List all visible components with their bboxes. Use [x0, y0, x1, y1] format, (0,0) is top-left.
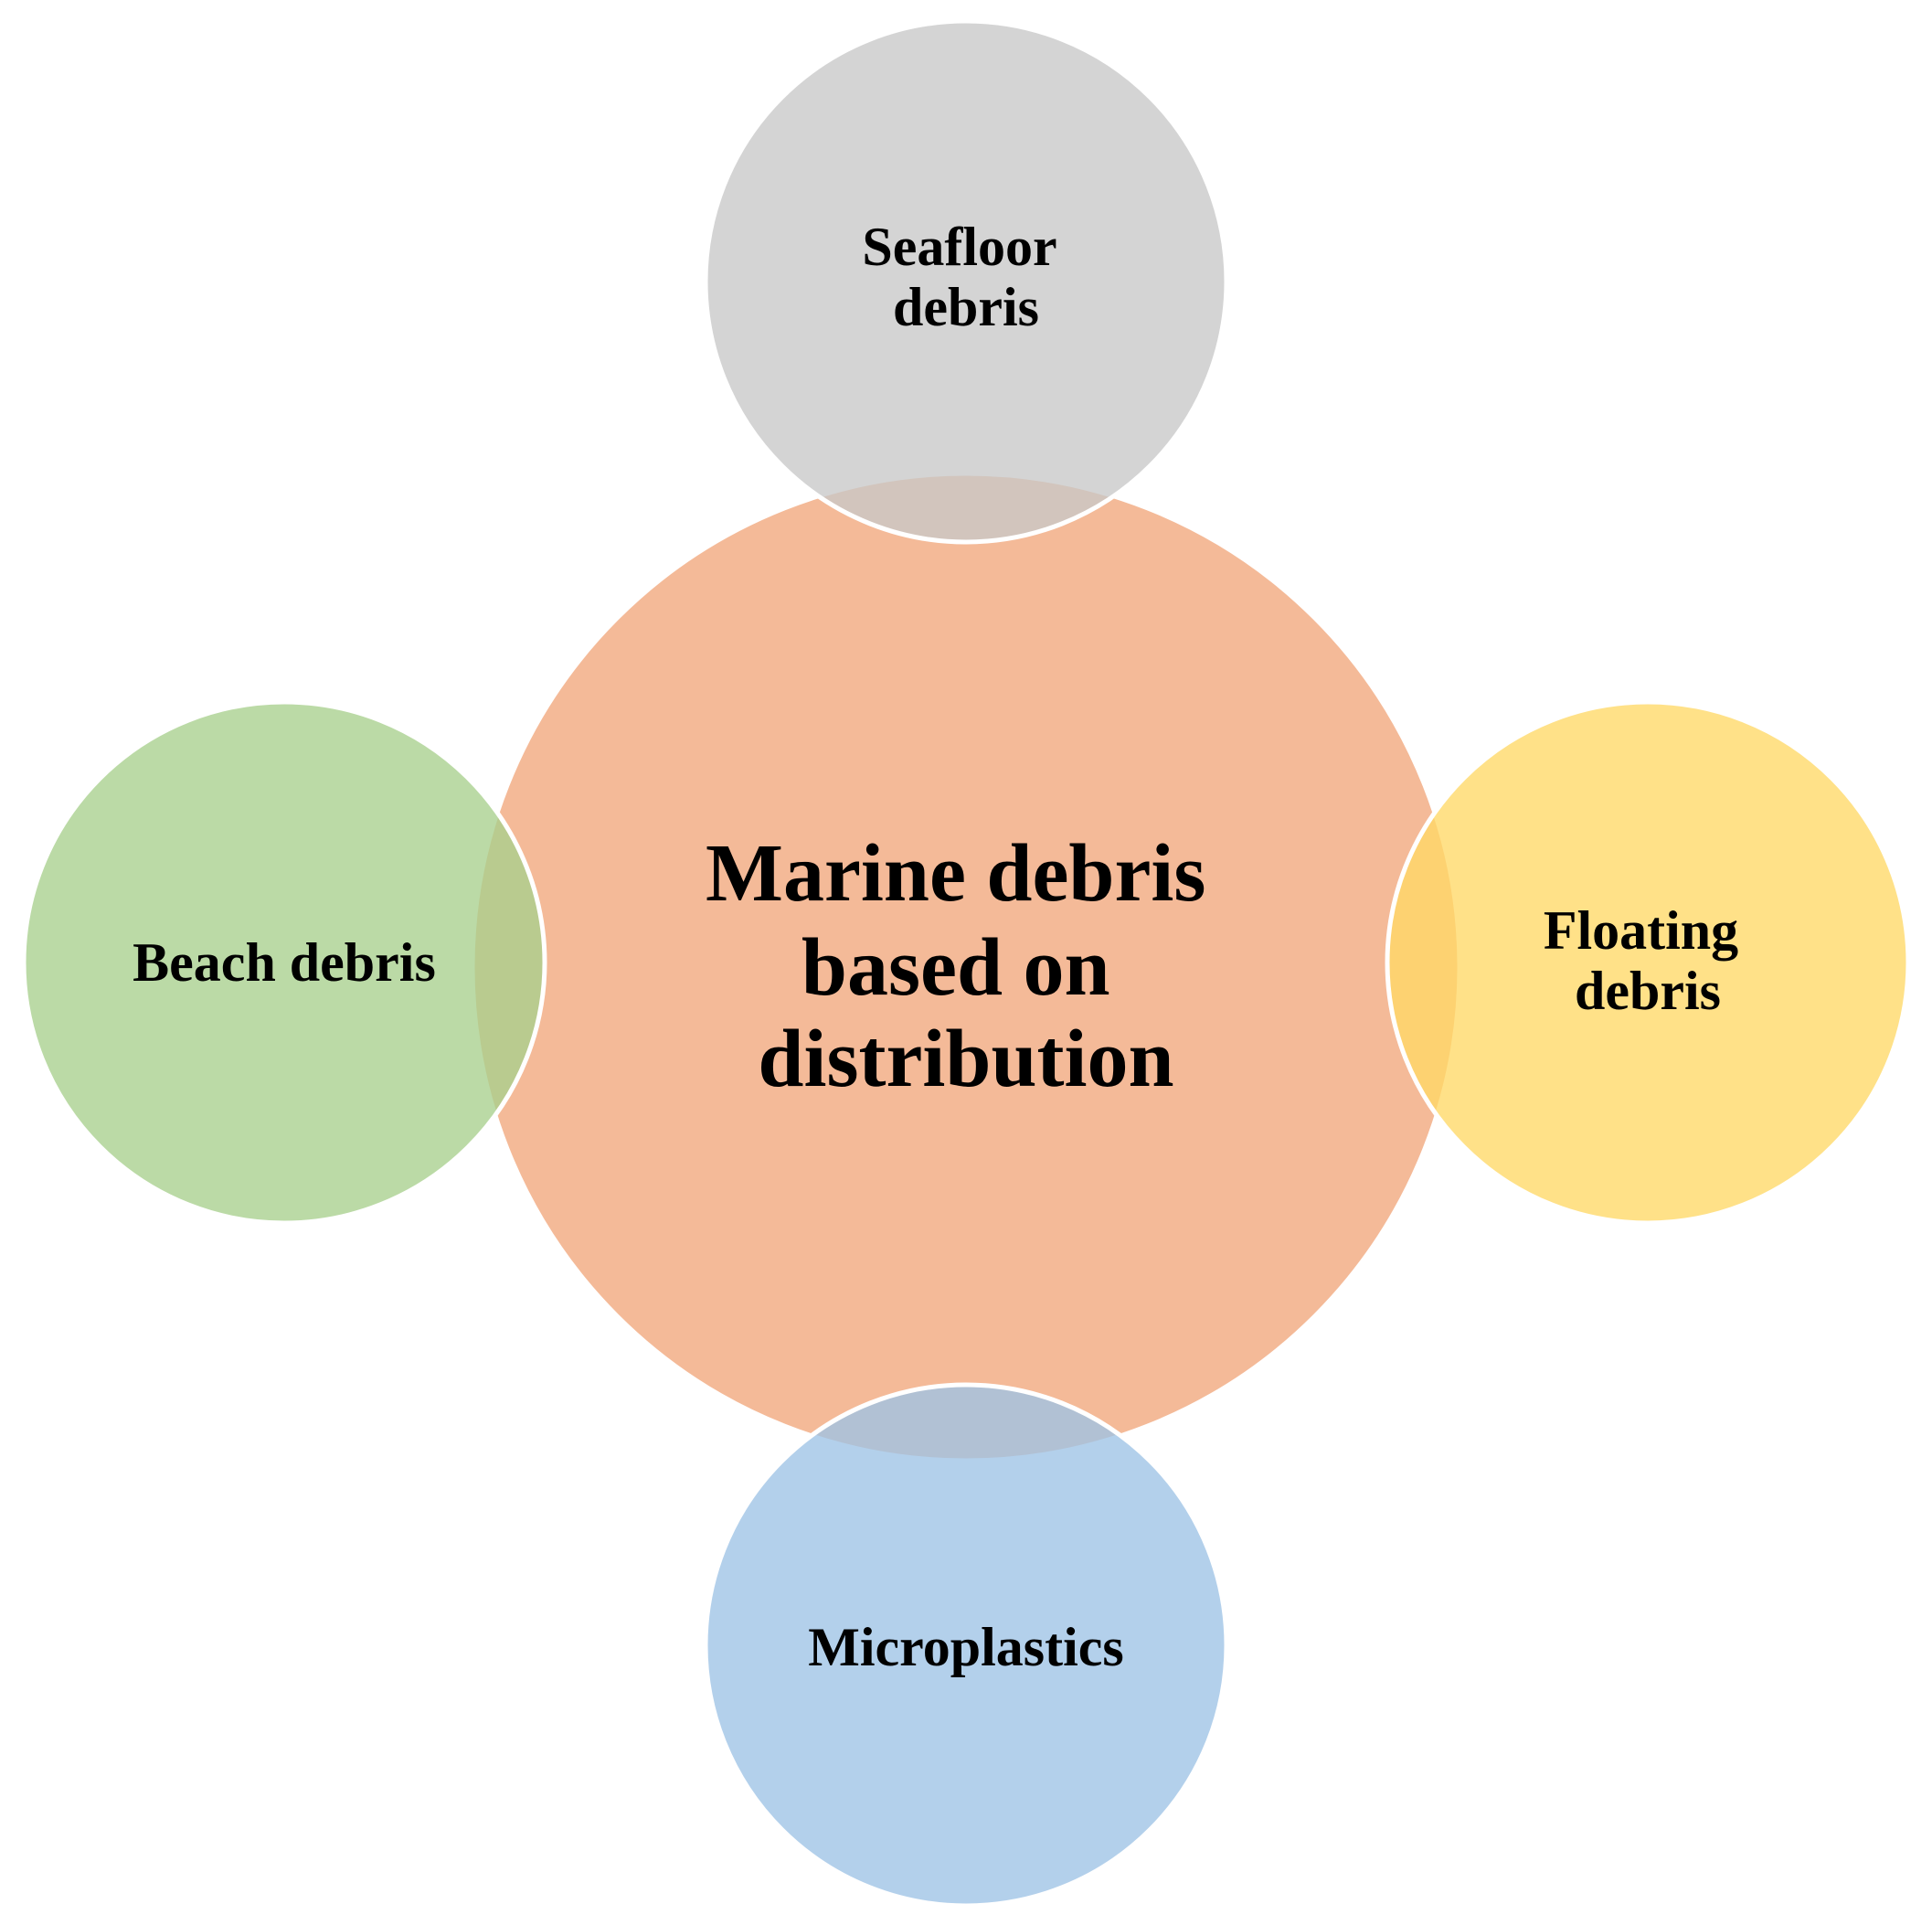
center-label: Marine debris based on distribution	[706, 828, 1226, 1104]
center-label-line: based on	[801, 922, 1110, 1013]
floating-debris-circle	[1385, 699, 1911, 1226]
seafloor-debris-label: Seafloor debris	[862, 217, 1069, 337]
microplastics-label-line: Microplastics	[808, 1617, 1124, 1677]
labels-layer: Marine debris based on distribution Seaf…	[133, 217, 1752, 1677]
center-label-line: distribution	[758, 1014, 1173, 1104]
seafloor-debris-label-line: Seafloor	[862, 217, 1056, 277]
microplastics-label: Microplastics	[808, 1617, 1124, 1677]
circles-layer	[21, 18, 1911, 1909]
microplastics-circle	[703, 1382, 1229, 1909]
floating-debris-label: Floating debris	[1544, 900, 1752, 1021]
beach-debris-label-line: Beach debris	[133, 932, 436, 993]
floating-debris-label-line: Floating	[1544, 900, 1738, 961]
seafloor-debris-label-line: debris	[893, 277, 1039, 337]
beach-debris-label: Beach debris	[133, 932, 436, 993]
seafloor-debris-circle	[703, 18, 1229, 545]
beach-debris-circle	[21, 699, 547, 1226]
center-label-line: Marine debris	[706, 828, 1205, 919]
floating-debris-label-line: debris	[1575, 961, 1721, 1021]
